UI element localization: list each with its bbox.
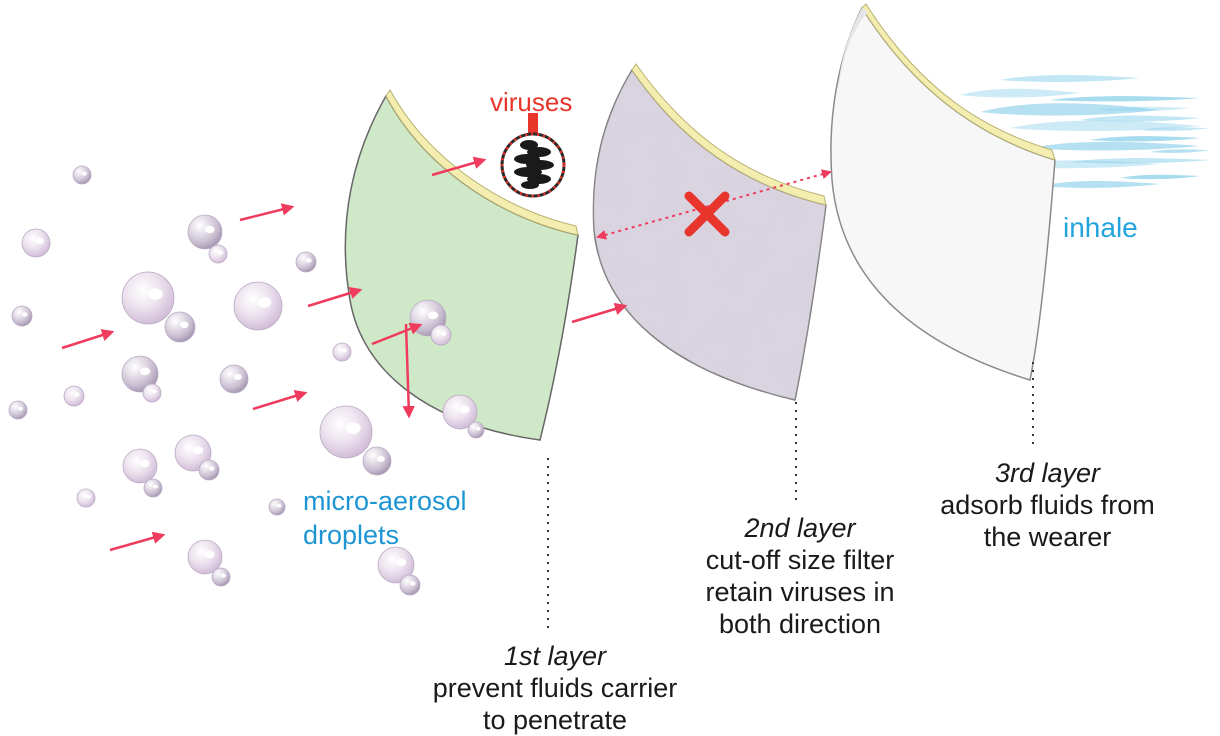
flow-arrow [110, 535, 163, 550]
airflow-streak [960, 89, 1080, 98]
airflow-streak [1070, 158, 1210, 163]
droplet-bubble [234, 282, 282, 330]
droplet-bubble [77, 489, 95, 507]
flow-arrow [253, 393, 305, 409]
layer1-title: 1st layer [395, 640, 715, 672]
layer1-desc-line2: to penetrate [395, 704, 715, 736]
droplet-highlight [82, 172, 87, 176]
flow-arrow [572, 306, 625, 322]
droplet-bubble [199, 460, 219, 480]
droplet-highlight [209, 466, 215, 470]
viruses-label: viruses [490, 86, 572, 118]
droplet-bubble [209, 245, 227, 263]
layer2-caption: 2nd layer cut-off size filter retain vir… [680, 512, 920, 640]
droplet-bubble [296, 252, 316, 272]
layer1-desc-line1: prevent fluids carrier [395, 672, 715, 704]
layer2-sheet [593, 64, 826, 400]
airflow-streak [1120, 175, 1200, 179]
airflow-streak [1080, 116, 1200, 122]
droplet-highlight [140, 367, 150, 375]
droplet-bubble [22, 229, 50, 257]
droplet-bubble [468, 422, 484, 438]
droplet-bubble [400, 575, 420, 595]
droplet-highlight [410, 581, 416, 585]
droplet-highlight [74, 392, 80, 396]
droplet-bubble [188, 215, 222, 249]
airflow-streak [1090, 136, 1200, 141]
droplet-bubble [220, 365, 248, 393]
droplet-bubble [431, 325, 451, 345]
droplet-highlight [277, 504, 281, 508]
layer2-title: 2nd layer [680, 512, 920, 544]
inhale-label: inhale [1063, 212, 1138, 244]
droplet-highlight [22, 312, 28, 316]
droplet-highlight [441, 331, 447, 335]
droplet-bubble [64, 386, 84, 406]
droplet-highlight [234, 374, 242, 380]
droplet-highlight [153, 485, 158, 489]
virus-icon [502, 113, 564, 196]
layer3-desc-line1: adsorb fluids from [920, 489, 1175, 521]
droplet-highlight [377, 456, 385, 462]
droplet-bubble [165, 312, 195, 342]
layer2-desc-line3: both direction [680, 608, 920, 640]
droplet-highlight [205, 551, 215, 558]
droplet-bubble [73, 166, 91, 184]
droplet-highlight [205, 226, 215, 233]
layer2-desc-line2: retain viruses in [680, 576, 920, 608]
layer3-caption: 3rd layer adsorb fluids from the wearer [920, 457, 1175, 553]
flow-arrow [62, 332, 112, 348]
droplet-highlight [258, 297, 271, 308]
droplet-highlight [460, 406, 470, 413]
droplet-highlight [36, 238, 44, 244]
airflow-streak [1050, 96, 1200, 101]
flow-arrow [240, 207, 292, 220]
layer1-caption: 1st layer prevent fluids carrier to pene… [395, 640, 715, 736]
layer3-sheet [831, 4, 1055, 380]
layer3-desc-line2: the wearer [920, 521, 1175, 553]
droplet-bubble [269, 499, 285, 515]
droplet-highlight [140, 460, 150, 467]
droplet-highlight [396, 558, 406, 566]
droplets-label-line2: droplets [303, 518, 513, 552]
droplet-highlight [476, 427, 480, 431]
droplet-bubble [12, 306, 32, 326]
airflow-streak [1040, 181, 1160, 188]
droplet-highlight [193, 446, 203, 454]
droplet-bubble [144, 479, 162, 497]
droplet-highlight [152, 390, 157, 394]
droplet-highlight [86, 495, 91, 499]
droplet-bubble [212, 568, 230, 586]
droplet-bubble [9, 401, 27, 419]
droplet-bubble [320, 406, 372, 458]
droplets-label-line1: micro-aerosol [303, 484, 513, 518]
droplet-highlight [342, 349, 347, 353]
droplet-highlight [428, 311, 438, 319]
layer3-title: 3rd layer [920, 457, 1175, 489]
droplet-highlight [221, 574, 226, 578]
droplet-highlight [218, 251, 223, 255]
airflow-streak [1000, 75, 1140, 82]
droplet-bubble [333, 343, 351, 361]
droplet-highlight [306, 258, 312, 262]
airflow-streak [1150, 149, 1210, 153]
droplet-highlight [18, 407, 23, 411]
airflow-streak [1030, 142, 1200, 151]
droplet-bubble [363, 447, 391, 475]
droplet-bubble [143, 384, 161, 402]
droplet-bubble [122, 272, 174, 324]
droplet-highlight [180, 321, 188, 328]
droplet-highlight [148, 288, 163, 299]
droplets-label: micro-aerosol droplets [303, 484, 513, 552]
droplet-highlight [346, 422, 361, 433]
layer2-desc-line1: cut-off size filter [680, 544, 920, 576]
droplet-bubble [123, 449, 157, 483]
